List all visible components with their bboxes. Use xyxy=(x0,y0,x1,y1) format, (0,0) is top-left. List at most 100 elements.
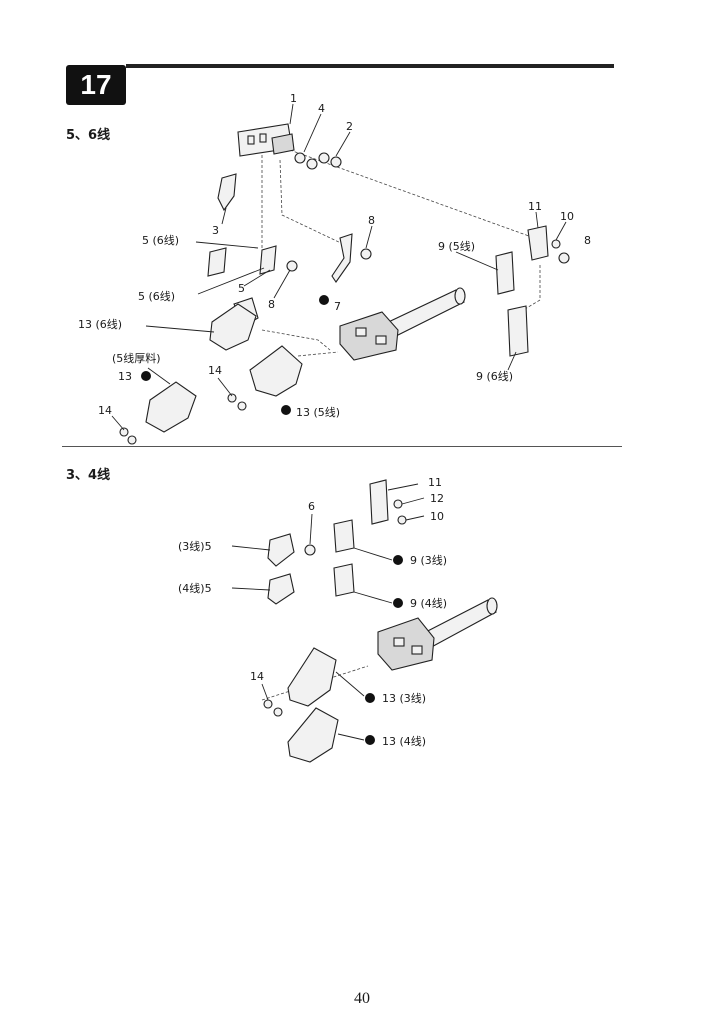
leader-line xyxy=(555,221,567,241)
leader-line xyxy=(507,351,517,371)
callout-4: 4 xyxy=(318,102,325,115)
leader-line xyxy=(145,325,215,333)
callout-5-4-thread: (4线)5 xyxy=(178,581,212,595)
callout-11: 11 xyxy=(528,200,542,213)
section-title-5-6-thread: 5、6线 xyxy=(66,128,111,143)
part-13-3-thread xyxy=(287,647,337,707)
callout-5: 5 xyxy=(238,282,245,295)
callout-7: 7 xyxy=(334,300,341,313)
leader-line xyxy=(405,515,425,521)
guide-line xyxy=(279,159,346,246)
leader-line xyxy=(303,113,322,153)
part-5-6-thread-b xyxy=(259,245,277,275)
header-rule xyxy=(126,64,614,68)
leader-line xyxy=(289,103,294,125)
part-2-screws xyxy=(318,152,342,168)
part-14-screws xyxy=(227,393,247,411)
part-4-screws xyxy=(294,152,318,170)
part-3-link xyxy=(217,173,237,212)
callout-3: 3 xyxy=(212,224,219,237)
leader-line xyxy=(111,415,125,431)
callout-12: 12 xyxy=(430,492,444,505)
guide-line xyxy=(514,265,541,316)
leader-line xyxy=(401,497,425,505)
callout-13: 13 xyxy=(118,370,132,383)
leader-line xyxy=(353,547,393,561)
callout-10: 10 xyxy=(430,510,444,523)
callout-14-a: 14 xyxy=(208,364,222,377)
part-13-5-thread xyxy=(249,345,303,397)
part-6-screw xyxy=(304,544,316,556)
part-9-4-marker xyxy=(393,598,403,608)
leader-line xyxy=(231,587,271,591)
part-9-5-thread xyxy=(495,251,515,295)
part-8-screw xyxy=(360,248,372,260)
callout-5-3-thread: (3线)5 xyxy=(178,539,212,553)
callout-11: 11 xyxy=(428,476,442,489)
leader-line xyxy=(221,207,227,225)
callout-14: 14 xyxy=(250,670,264,683)
callout-13-4-thread: 13 (4线) xyxy=(382,734,426,748)
part-9-6-thread xyxy=(507,305,529,357)
leader-line xyxy=(243,269,271,287)
part-lever xyxy=(331,233,353,283)
part-13-5-thick xyxy=(145,381,197,433)
part-10-screw xyxy=(397,515,407,525)
part-13-6-thread xyxy=(209,303,257,351)
section-divider xyxy=(62,446,622,447)
callout-8-b: 8 xyxy=(368,214,375,227)
callout-10: 10 xyxy=(560,210,574,223)
part-10-screw xyxy=(551,239,561,249)
part-8-screw xyxy=(286,260,298,272)
callout-2: 2 xyxy=(346,120,353,133)
part-9-3-thread xyxy=(333,519,355,553)
callout-14-b: 14 xyxy=(98,404,112,417)
callout-6: 6 xyxy=(308,500,315,513)
leader-line xyxy=(535,211,539,229)
callout-1: 1 xyxy=(290,92,297,105)
leader-line xyxy=(217,377,233,397)
part-13-3-marker xyxy=(365,693,375,703)
callout-5-thread-thick: (5线厚料) xyxy=(112,351,161,365)
callout-8-c: 8 xyxy=(584,234,591,247)
leader-line xyxy=(387,483,419,491)
part-11 xyxy=(527,225,549,261)
callout-5-6-thread-a: 5 (6线) xyxy=(142,233,179,247)
callout-13-3-thread: 13 (3线) xyxy=(382,691,426,705)
part-13-4-marker xyxy=(365,735,375,745)
part-12-screw xyxy=(393,499,403,509)
leader-line xyxy=(337,733,365,741)
leader-line xyxy=(147,367,171,385)
leader-line xyxy=(335,671,365,697)
diagram-5-6-thread: 1 4 2 3 5 (6线) 5 (6线) 5 8 8 7 11 10 8 9 … xyxy=(78,92,591,445)
callout-8-a: 8 xyxy=(268,298,275,311)
part-13-5-marker xyxy=(281,405,291,415)
callout-9-5-thread: 9 (5线) xyxy=(438,239,475,253)
section-title-3-4-thread: 3、4线 xyxy=(66,468,111,483)
callout-9-4-thread: 9 (4线) xyxy=(410,596,447,610)
page-number: 40 xyxy=(354,990,370,1007)
leader-line xyxy=(195,241,259,249)
part-9-3-marker xyxy=(393,555,403,565)
part-13-4-thread xyxy=(287,707,339,763)
part-5-3-thread xyxy=(267,533,295,567)
guide-line xyxy=(297,351,339,357)
guide-line xyxy=(261,329,331,351)
looper-shaft-assembly xyxy=(377,597,498,671)
leader-line xyxy=(197,267,265,295)
callout-9-6-thread: 9 (6线) xyxy=(476,369,513,383)
part-14-screws xyxy=(263,699,283,717)
leader-line xyxy=(365,225,373,249)
callout-13-6-thread: 13 (6线) xyxy=(78,317,122,331)
part-8-screw xyxy=(558,252,570,264)
part-13-marker xyxy=(141,371,151,381)
leader-line xyxy=(335,131,351,157)
part-1-bracket xyxy=(237,123,295,157)
section-number-badge: 17 xyxy=(66,65,126,105)
diagram-3-4-thread: 11 12 10 6 (3线)5 (4线)5 9 (3线) 9 (4线) 14 … xyxy=(178,476,498,763)
callout-13-5-thread: 13 (5线) xyxy=(296,405,340,419)
leader-line xyxy=(231,545,271,551)
part-9-4-thread xyxy=(333,563,355,597)
